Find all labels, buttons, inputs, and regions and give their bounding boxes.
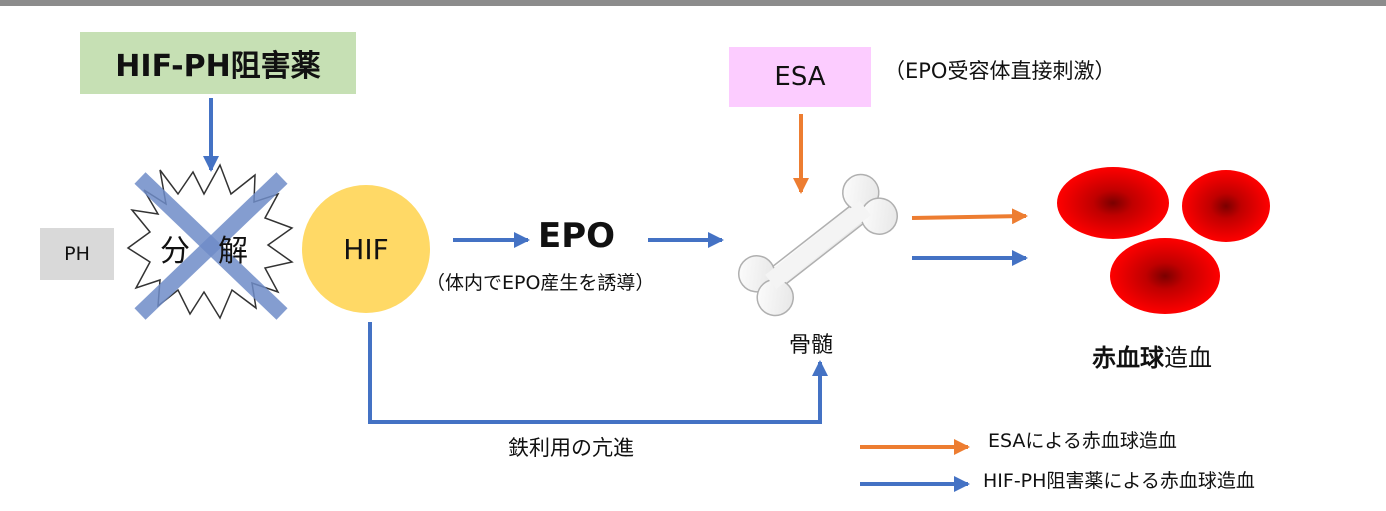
- top-border: [0, 0, 1386, 6]
- rbc-label-suffix: 造血: [1164, 344, 1212, 372]
- epo-note: （体内でEPO産生を誘導）: [426, 272, 655, 294]
- hif-ph-inhibitor-label: HIF-PH阻害薬: [115, 49, 321, 84]
- iron-utilization-label: 鉄利用の亢進: [508, 436, 634, 460]
- legend-esa-label: ESAによる赤血球造血: [988, 430, 1177, 452]
- hif-label: HIF: [343, 232, 389, 266]
- ph-box: PH: [40, 228, 114, 280]
- esa-label: ESA: [774, 62, 826, 92]
- bone-marrow-icon: [738, 173, 898, 317]
- red-blood-cell: [1110, 238, 1220, 314]
- marrow-to-rbc-orange-arrow: [911, 208, 1028, 225]
- rbc-label-bold: 赤血球: [1092, 344, 1164, 372]
- bone-marrow-label: 骨髄: [789, 333, 834, 358]
- cross-mark-2: [134, 172, 288, 320]
- iron-utilization-arrow: [368, 322, 828, 424]
- hif-circle: HIF: [302, 185, 430, 313]
- esa-box: ESA: [729, 47, 871, 107]
- esa-note: （EPO受容体直接刺激）: [884, 59, 1116, 83]
- legend-hif-label: HIF-PH阻害薬による赤血球造血: [983, 470, 1255, 492]
- red-blood-cell: [1057, 167, 1169, 239]
- epo-label: EPO: [538, 216, 616, 256]
- red-blood-cell: [1182, 170, 1270, 242]
- ph-label: PH: [64, 243, 90, 265]
- rbc-label: 赤血球造血: [1092, 338, 1212, 373]
- degradation-label: 分解: [160, 234, 276, 269]
- hif-ph-inhibitor-box: HIF-PH阻害薬: [80, 32, 356, 94]
